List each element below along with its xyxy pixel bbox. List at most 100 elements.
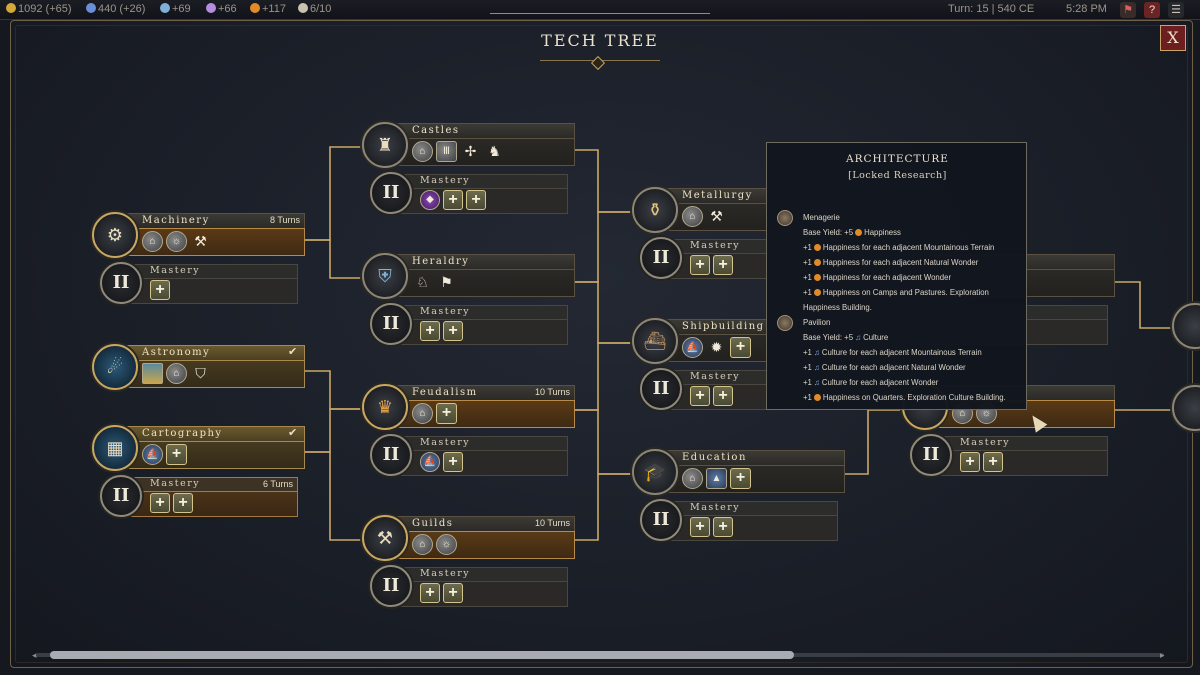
unlock-icons: ⌂ ☼ (412, 534, 457, 556)
mastery-guilds[interactable]: II Mastery ++ (370, 565, 568, 611)
close-button[interactable]: X (1160, 25, 1186, 51)
plus-icon[interactable]: + (690, 255, 710, 275)
tech-name: Cartography (142, 428, 223, 439)
building-icon[interactable]: ⌂ (412, 141, 433, 162)
happiness-icon (813, 244, 821, 251)
unlock-icons: ⌂ Ⅲ ✢ ♞ (412, 141, 505, 163)
plus-icon[interactable]: + (150, 493, 170, 513)
shield-icon[interactable]: ⛉ (195, 365, 206, 381)
scroll-right-icon[interactable]: ▸ (1160, 650, 1165, 660)
mastery-machinery[interactable]: II Mastery + (100, 262, 298, 308)
plus-icon[interactable]: + (166, 444, 187, 465)
mastery-heraldry[interactable]: II Mastery ++ (370, 303, 568, 349)
tech-cartography[interactable]: ▦ Cartography ✔ ⛵ + (92, 425, 305, 474)
tech-medallion: ⚱ (632, 187, 678, 233)
building-icon[interactable]: ⌂ (166, 363, 187, 384)
plus-icon[interactable]: + (420, 583, 440, 603)
gold-yield: 1092 (+65) (6, 3, 72, 15)
tower-icon[interactable]: ▲ (706, 468, 727, 489)
culture-icon: ♫ (813, 378, 820, 387)
top-resource-bar: 1092 (+65) 440 (+26) +69 +66 +117 6/10 T… (0, 0, 1200, 20)
checkmark-icon: ✔ (288, 427, 298, 439)
unit-icon[interactable]: ☼ (166, 231, 187, 252)
mastery-education[interactable]: II Mastery ++ (640, 499, 838, 545)
plus-icon[interactable]: + (690, 386, 710, 406)
plus-icon[interactable]: + (443, 583, 463, 603)
tech-name: Machinery (142, 215, 210, 226)
tech-offscreen-2[interactable] (1172, 385, 1200, 434)
ship-icon[interactable]: ⛵ (682, 337, 703, 358)
tech-machinery[interactable]: ⚙ Machinery 8 Turns ⌂ ☼ ⚒ (92, 212, 305, 261)
plus-icon[interactable]: + (690, 517, 710, 537)
tech-education[interactable]: 🎓 Education ⌂ ▲ + (632, 449, 845, 498)
horizontal-scrollbar-thumb[interactable] (50, 651, 794, 659)
plus-icon[interactable]: + (730, 468, 751, 489)
building-icon[interactable]: ⌂ (142, 231, 163, 252)
plus-icon[interactable]: + (713, 386, 733, 406)
mastery-cartography[interactable]: II Mastery 6 Turns ++ (100, 475, 298, 521)
pavilion-base-yield: Base Yield: +5♫Culture (803, 333, 889, 342)
plus-icon[interactable]: + (713, 517, 733, 537)
cannon-icon[interactable]: ⚒ (710, 208, 723, 224)
plus-icon[interactable]: + (443, 452, 463, 472)
tech-feudalism[interactable]: ♛ Feudalism 10 Turns ⌂ + (362, 384, 575, 433)
tech-medallion: ⛨ (362, 253, 408, 299)
mastery-body (122, 278, 298, 304)
plus-icon[interactable]: + (443, 321, 463, 341)
connector-cartography-guilds (305, 451, 362, 541)
diplomacy-icon[interactable]: ⚑ (1120, 2, 1136, 18)
tech-medallion: ⛴ (632, 318, 678, 364)
building-icon[interactable]: ⌂ (682, 468, 703, 489)
culture-icon: ♫ (813, 348, 820, 357)
cavalry-icon[interactable]: ♞ (488, 143, 501, 159)
plus-icon[interactable]: + (150, 280, 170, 300)
tech-name: Education (682, 452, 747, 463)
unlock-icons: ⌂ ☼ ⚒ (142, 231, 211, 253)
ship-icon[interactable]: ⛵ (142, 444, 163, 465)
tech-heraldry[interactable]: ⛨ Heraldry ♘ ⚑ (362, 253, 575, 302)
settlements-icon (298, 3, 308, 13)
mastery-feudalism[interactable]: II Mastery ⛵+ (370, 434, 568, 480)
plus-icon[interactable]: + (983, 452, 1003, 472)
plus-icon[interactable]: + (173, 493, 193, 513)
plus-icon[interactable]: + (420, 321, 440, 341)
plus-icon[interactable]: + (436, 403, 457, 424)
checkmark-icon: ✔ (288, 346, 298, 358)
gem-icon[interactable]: ◆ (420, 190, 440, 210)
help-icon[interactable]: ? (1144, 2, 1160, 18)
mastery-header (662, 501, 838, 515)
flag-icon[interactable]: ⚑ (440, 274, 453, 290)
menu-icon[interactable]: ☰ (1168, 2, 1184, 18)
siege-icon[interactable]: ⚒ (194, 233, 207, 249)
plus-icon[interactable]: + (713, 255, 733, 275)
connector-guilds-education (575, 473, 632, 541)
building-icon[interactable]: ⌂ (412, 403, 433, 424)
unlock-icons: ++ (420, 321, 463, 343)
mastery-castles[interactable]: II Mastery ◆++ (370, 172, 568, 218)
tech-castles[interactable]: ♜ Castles ⌂ Ⅲ ✢ ♞ (362, 122, 575, 171)
culture-icon (206, 3, 216, 13)
building-icon[interactable]: ⌂ (412, 534, 433, 555)
tech-offscreen-1[interactable] (1172, 303, 1200, 352)
tech-guilds[interactable]: ⚒ Guilds 10 Turns ⌂ ☼ (362, 515, 575, 564)
mastery-architecture[interactable]: II Mastery ++ (910, 434, 1108, 480)
wolf-icon[interactable]: ✹ (710, 339, 723, 355)
building-icon[interactable]: ⌂ (682, 206, 703, 227)
plus-icon[interactable]: + (443, 190, 463, 210)
plus-icon[interactable]: + (960, 452, 980, 472)
terrain-icon[interactable] (142, 363, 163, 384)
tech-astronomy[interactable]: ☄ Astronomy ✔ ⌂ ⛉ (92, 344, 305, 393)
wall-icon[interactable]: Ⅲ (436, 141, 457, 162)
unlock-icons: ⌂ ⛉ (142, 363, 211, 385)
horse-icon[interactable]: ♘ (416, 274, 429, 290)
plus-icon[interactable]: + (466, 190, 486, 210)
food-yield: +69 (160, 3, 191, 15)
crossbow-icon[interactable]: ✢ (464, 143, 477, 159)
building-icon[interactable]: ☼ (436, 534, 457, 555)
pavilion-bonus: +1♫Culture for each adjacent Mountainous… (803, 348, 982, 357)
connector-astronomy-feudalism (305, 370, 362, 410)
ship-icon[interactable]: ⛵ (420, 452, 440, 472)
title-ornament (490, 13, 710, 23)
plus-icon[interactable]: + (730, 337, 751, 358)
scroll-left-icon[interactable]: ◂ (32, 650, 37, 660)
